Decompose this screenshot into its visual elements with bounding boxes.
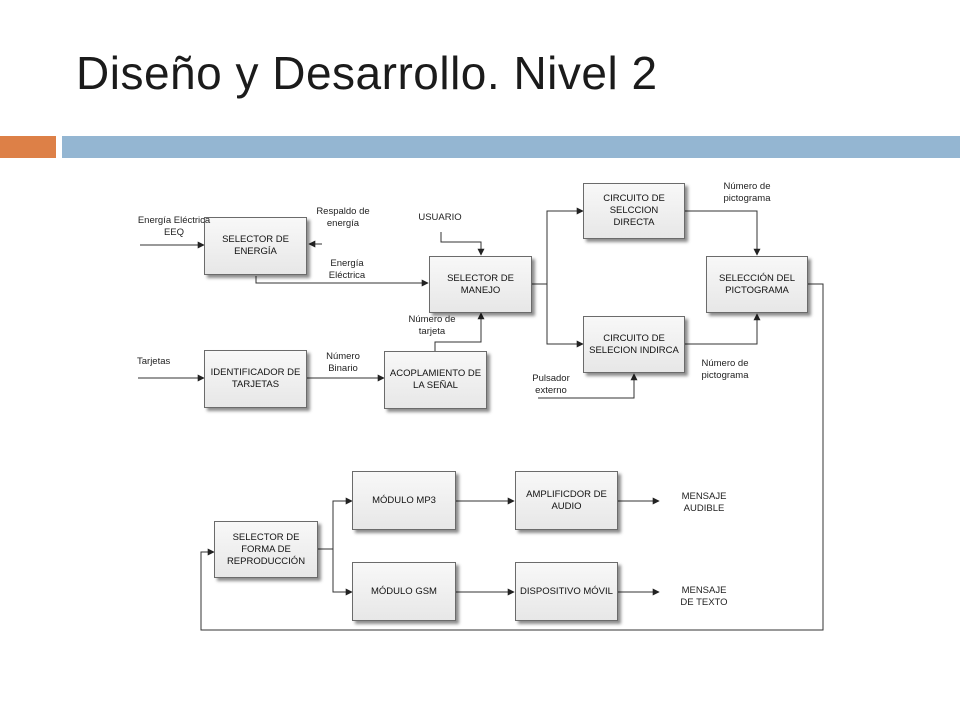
title-divider-bar	[62, 136, 960, 158]
block-seleccion-pictograma: SELECCIÓN DEL PICTOGRAMA	[706, 256, 808, 313]
slide-title: Diseño y Desarrollo. Nivel 2	[76, 47, 658, 99]
block-acoplamiento-senal: ACOPLAMIENTO DE LA SEÑAL	[384, 351, 487, 409]
block-modulo-mp3: MÓDULO MP3	[352, 471, 456, 530]
label-tarjetas: Tarjetas	[137, 356, 171, 367]
arrow-to-modulo-mp3	[332, 497, 353, 549]
label-numero-pictograma-top: Número de pictograma	[723, 181, 771, 204]
label-energia-eeq: Energía Eléctrica EEQ	[137, 215, 211, 238]
label-mensaje-audible: MENSAJE AUDIBLE	[681, 491, 727, 514]
block-identificador-tarjetas: IDENTIFICADOR DE TARJETAS	[204, 350, 307, 408]
block-dispositivo-movil: DISPOSITIVO MÓVIL	[515, 562, 618, 621]
label-numero-tarjeta: Número de tarjeta	[408, 314, 456, 337]
label-energia-electrica: Energía Eléctrica	[328, 258, 366, 281]
block-selector-manejo: SELECTOR DE MANEJO	[429, 256, 532, 313]
block-circuito-seleccion-directa: CIRCUITO DE SELCCION DIRECTA	[583, 183, 685, 239]
arrow-usuario-to-manejo	[440, 232, 485, 256]
arrow-pulsador-to-indirca	[538, 373, 638, 399]
block-amplificador-audio: AMPLIFICDOR DE AUDIO	[515, 471, 618, 530]
arrow-to-circuito-directa	[546, 207, 584, 284]
label-numero-pictograma-bottom: Número de pictograma	[701, 358, 749, 381]
arrow-acoplamiento-to-manejo	[434, 312, 485, 351]
label-usuario: USUARIO	[418, 212, 462, 223]
label-numero-binario: Número Binario	[326, 351, 360, 374]
block-circuito-seleccion-indirca: CIRCUITO DE SELECION INDIRCA	[583, 316, 685, 373]
title-accent-bar	[0, 136, 56, 158]
arrow-indirca-to-pictograma	[685, 313, 761, 345]
label-respaldo-energia: Respaldo de energía	[316, 206, 370, 229]
arrow-directa-to-pictograma	[685, 210, 761, 256]
arrow-to-circuito-indirca	[546, 284, 584, 348]
label-mensaje-texto: MENSAJE DE TEXTO	[680, 585, 728, 608]
label-pulsador-externo: Pulsador externo	[532, 373, 570, 396]
arrow-to-modulo-gsm	[332, 549, 353, 596]
arrow-pictograma-to-selector-forma	[200, 283, 824, 631]
arrow-energia-to-manejo	[255, 276, 429, 287]
block-modulo-gsm: MÓDULO GSM	[352, 562, 456, 621]
block-selector-energia: SELECTOR DE ENERGÍA	[204, 217, 307, 275]
block-selector-forma-reproduccion: SELECTOR DE FORMA DE REPRODUCCIÓN	[214, 521, 318, 578]
